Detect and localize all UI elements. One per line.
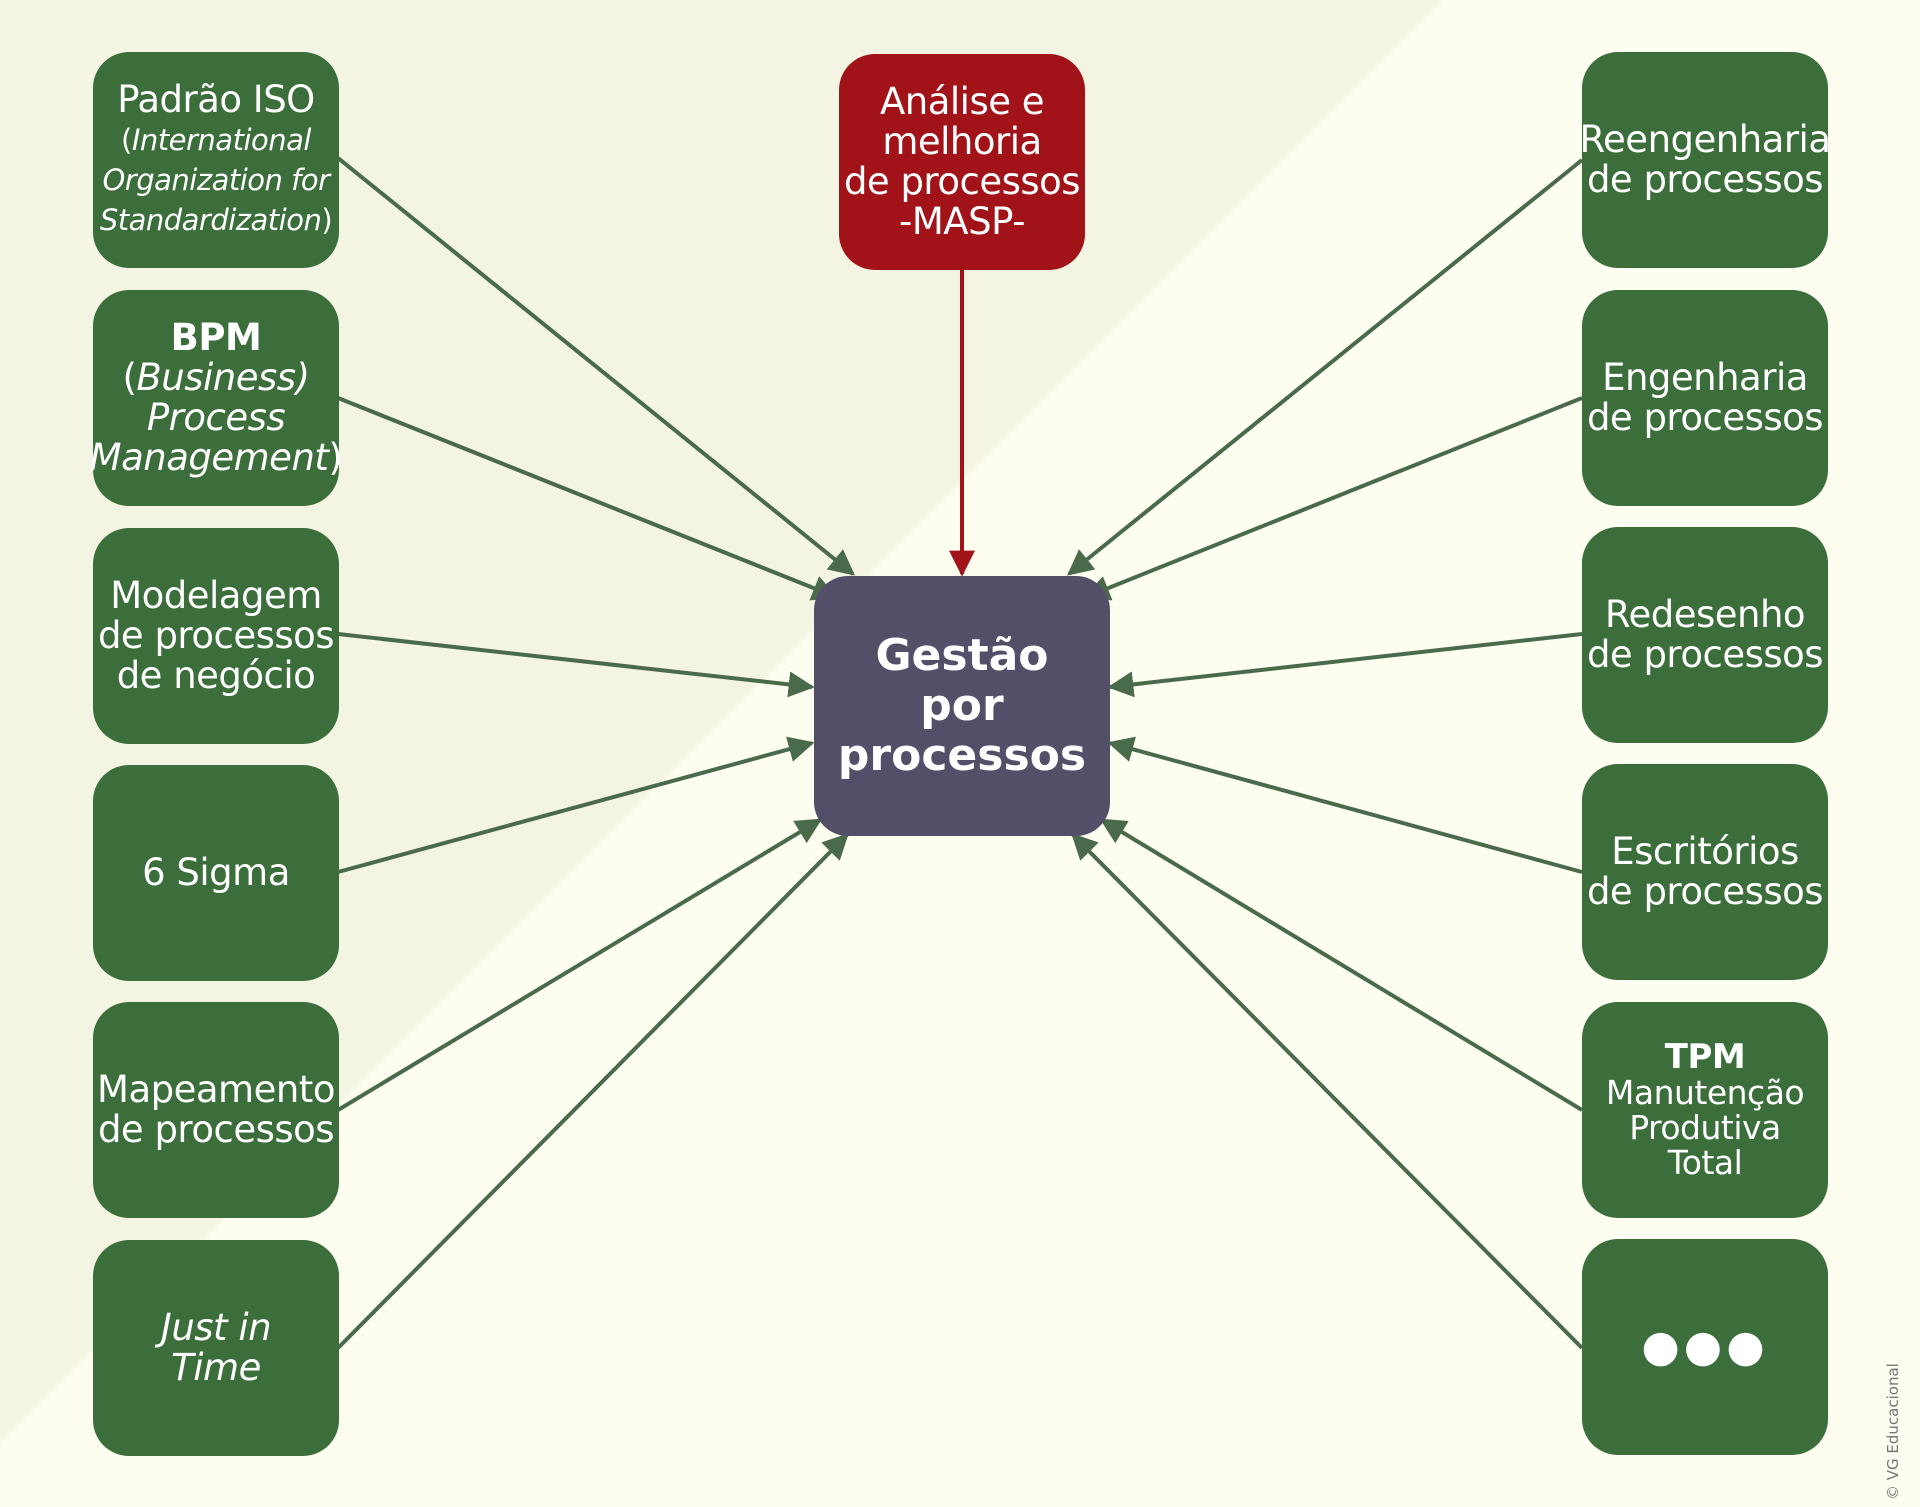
box-reengenharia-line1: Reengenharia: [1579, 118, 1832, 161]
arrow-sigma: [337, 736, 815, 874]
arrow-reengenharia: [1066, 158, 1584, 576]
box-reengenharia-line2: de processos: [1586, 158, 1824, 201]
box-masp-line2: melhoria: [882, 120, 1042, 163]
box-bpm: BPM (Business) Process Management): [89, 290, 343, 506]
box-iso-line3: Organization for: [102, 163, 330, 197]
box-iso-title: Padrão ISO: [117, 78, 315, 121]
arrow-mapeamento: [336, 818, 823, 1112]
box-tpm-line3: Produtiva: [1629, 1108, 1781, 1147]
box-padrao-iso: Padrão ISO (International Organization f…: [93, 52, 339, 268]
box-bpm-line3: Process: [146, 396, 286, 439]
arrow-jit: [336, 833, 849, 1350]
box-iso-line4: Standardization: [99, 203, 322, 237]
box-modelagem: Modelagem de processos de negócio: [93, 528, 339, 744]
arrow-iso: [336, 156, 856, 576]
box-engenharia-line2: de processos: [1586, 396, 1824, 439]
paren-open: (: [122, 356, 137, 399]
paren-close: ): [328, 436, 343, 479]
arrow-more: [1071, 833, 1584, 1350]
center-line2: por: [920, 680, 1004, 731]
box-redesenho: Redesenho de processos: [1582, 527, 1828, 743]
arrow-engenharia: [1083, 396, 1583, 601]
credit-text: © VG Educacional: [1884, 1363, 1902, 1500]
box-engenharia: Engenharia de processos: [1582, 290, 1828, 506]
arrow-tpm: [1099, 818, 1584, 1112]
box-just-in-time: Just in Time: [93, 1240, 339, 1456]
arrow-redesenho: [1107, 632, 1583, 698]
box-6-sigma: 6 Sigma: [93, 765, 339, 981]
box-escritorios-line1: Escritórios: [1611, 830, 1799, 873]
box-bpm-line2: Business): [136, 356, 310, 399]
box-masp-line3: de processos: [843, 160, 1081, 203]
box-mapeamento-line2: de processos: [97, 1108, 335, 1151]
box-engenharia-line1: Engenharia: [1602, 356, 1808, 399]
paren-close: ): [321, 203, 333, 237]
box-jit-line1: Just in: [160, 1306, 272, 1349]
center-line3: processos: [837, 730, 1087, 781]
box-bpm-title: BPM: [170, 316, 262, 359]
box-redesenho-line1: Redesenho: [1604, 593, 1806, 636]
box-masp-line4: -MASP-: [899, 200, 1025, 243]
box-tpm: TPM Manutenção Produtiva Total: [1582, 1002, 1828, 1218]
box-bpm-line4: Management: [89, 436, 329, 479]
box-modelagem-line2: de processos: [97, 614, 335, 657]
box-iso-line2: International: [131, 123, 312, 157]
box-sigma-line1: 6 Sigma: [142, 851, 290, 894]
box-modelagem-line1: Modelagem: [110, 574, 322, 617]
box-tpm-line4: Total: [1667, 1143, 1743, 1182]
box-escritorios: Escritórios de processos: [1582, 764, 1828, 980]
arrow-escritorios: [1107, 736, 1583, 874]
box-redesenho-line2: de processos: [1586, 633, 1824, 676]
box-tpm-title: TPM: [1664, 1037, 1746, 1077]
center-gestao-por-processos: Gestão por processos: [814, 576, 1110, 836]
box-tpm-line2: Manutenção: [1605, 1073, 1805, 1112]
box-escritorios-line2: de processos: [1586, 870, 1824, 913]
ellipsis-icon: ●●●: [1641, 1321, 1769, 1372]
box-modelagem-line3: de negócio: [116, 654, 316, 697]
arrow-modelagem: [337, 632, 815, 698]
box-reengenharia: Reengenharia de processos: [1579, 52, 1832, 268]
center-line1: Gestão: [875, 630, 1049, 681]
box-masp-line1: Análise e: [879, 80, 1045, 123]
box-jit-line2: Time: [171, 1346, 261, 1389]
box-mapeamento-line1: Mapeamento: [97, 1068, 335, 1111]
box-mapeamento: Mapeamento de processos: [93, 1002, 339, 1218]
paren-open: (: [121, 123, 132, 157]
box-masp: Análise e melhoria de processos -MASP-: [839, 54, 1085, 270]
box-more: ●●●: [1582, 1239, 1828, 1455]
arrow-bpm: [337, 396, 839, 601]
